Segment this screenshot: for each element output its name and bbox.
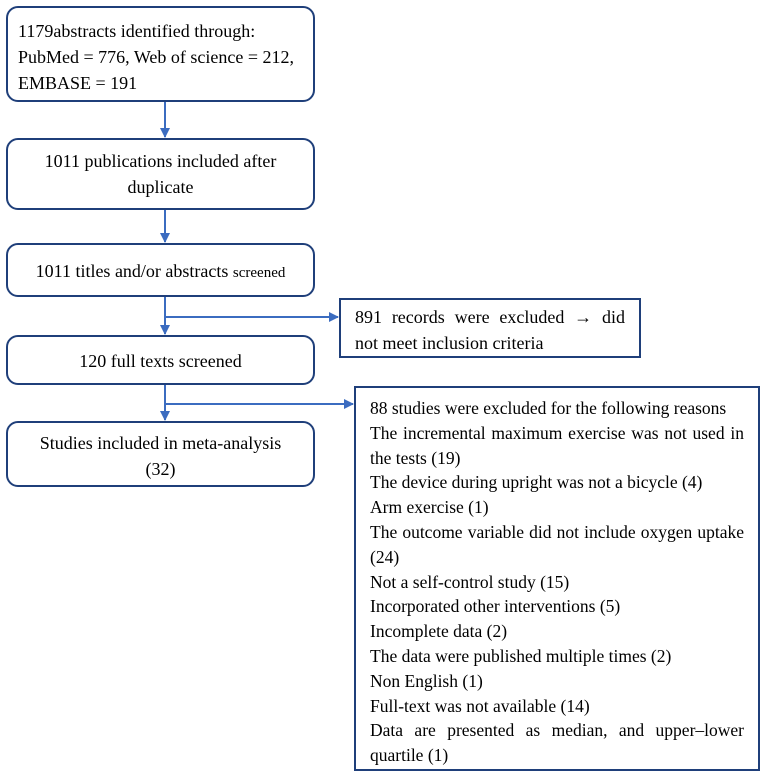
screened-small-text: screened [232,265,286,281]
included-box: Studies included in meta-analysis (32) [6,421,315,487]
excluded-studies-line-4: The device during upright was not a bicy… [370,472,703,493]
identified-line-3: EMBASE = 191 [18,73,138,93]
included-line-1: Studies included in meta-analysis [39,433,282,453]
identified-line-2: PubMed = 776, Web of science = 212, [18,47,294,67]
excluded-studies-line-7: (24) [370,546,400,567]
after-duplicate-line-1: 1011 publications included after [44,151,277,171]
identified-line-1: 1179abstracts identified through: [18,21,256,41]
screened-box: 1011 titles and/or abstracts screened [6,243,315,297]
after-duplicate-box: 1011 publications included after duplica… [6,138,315,210]
excluded-studies-line-13: Full-text was not available (14) [370,695,590,716]
full-text-box: 120 full texts screened [6,335,315,385]
excluded-studies-line-10: Incomplete data (2) [370,621,508,642]
excluded-studies-line-6: The outcome variable did not include oxy… [370,521,744,542]
excluded-studies-line-1: 88 studies were excluded for the followi… [370,398,727,418]
excluded-studies-line-12: Non English (1) [370,670,483,691]
excluded-studies-line-11: The data were published multiple times (… [370,645,672,666]
excluded-studies-line-9: Incorporated other interventions (5) [370,596,621,617]
excluded-records-line-1: 891 records were excluded → did [355,307,625,327]
full-text-label: 120 full texts screened [79,351,242,371]
excluded-studies-line-15: quartile (1) [370,745,449,766]
excluded-studies-box: 88 studies were excluded for the followi… [354,386,760,771]
after-duplicate-line-2: duplicate [127,177,194,197]
included-line-2: (32) [145,459,176,479]
excluded-studies-line-2: The incremental maximum exercise was not… [370,422,744,443]
excluded-records-line-2: not meet inclusion criteria [355,333,544,353]
excluded-studies-line-8: Not a self-control study (15) [370,571,570,592]
screened-main-text: 1011 titles and/or abstracts [35,261,229,281]
identified-box: 1179abstracts identified through: PubMed… [6,6,315,102]
excluded-records-box: 891 records were excluded → did not meet… [339,298,641,358]
excluded-studies-line-5: Arm exercise (1) [370,497,489,518]
excluded-studies-line-14: Data are presented as median, and upper–… [370,720,744,741]
excluded-studies-line-3: the tests (19) [370,447,461,468]
